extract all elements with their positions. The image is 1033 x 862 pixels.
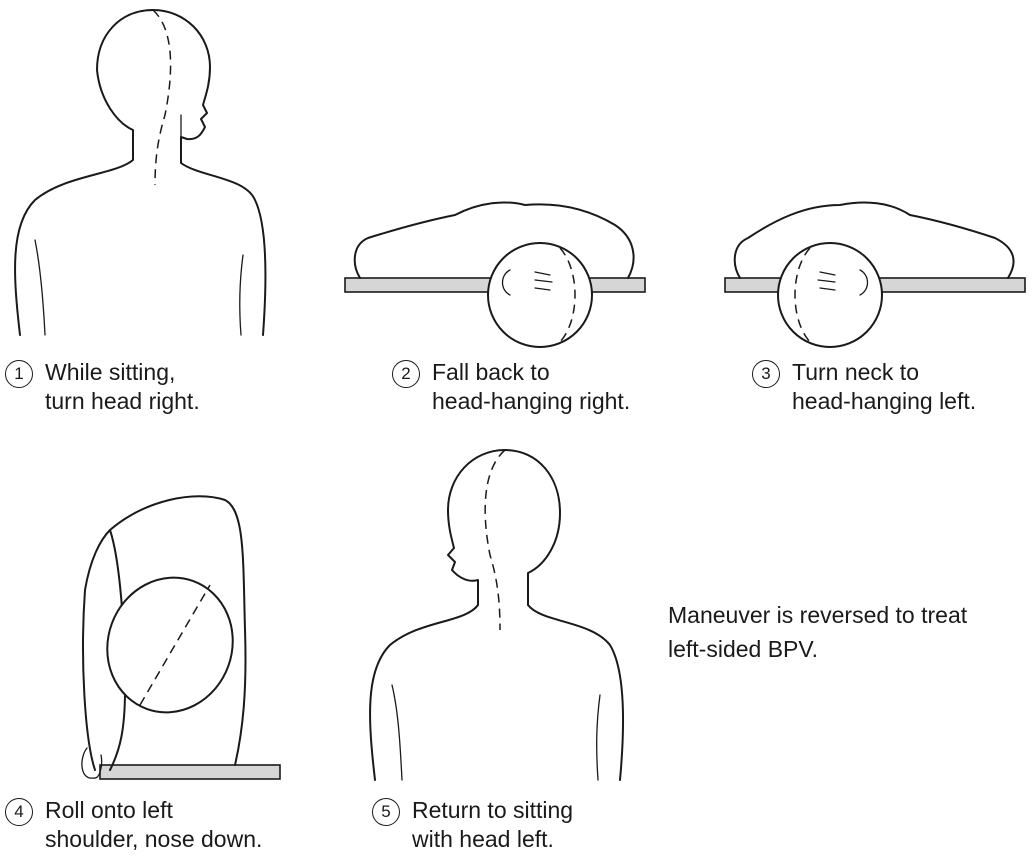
step-number: 1 [5,360,33,388]
step-number: 4 [5,798,33,826]
step-text-line-1: Return to sitting [412,796,573,825]
note-line-2: left-sided BPV. [668,632,967,666]
figure-step-3-head-hanging-left [720,190,1030,355]
step-text-line-2: head-hanging right. [432,387,630,416]
figure-step-2-head-hanging-right [340,190,650,355]
step-number: 3 [752,360,780,388]
step-text-line-2: with head left. [412,825,573,854]
step-text-line-2: shoulder, nose down. [45,825,262,854]
step-text-line-2: turn head right. [45,387,200,416]
note-line-1: Maneuver is reversed to treat [668,598,967,632]
step-text-line-1: Roll onto left [45,796,262,825]
figure-step-5-sitting-head-left [360,445,635,785]
step-text-line-1: Turn neck to [792,358,976,387]
step-number: 2 [392,360,420,388]
step-1-caption: 1 While sitting, turn head right. [5,358,200,416]
step-text-line-2: head-hanging left. [792,387,976,416]
figure-step-4-roll-left-shoulder [65,480,290,785]
figure-step-1-sitting-head-right [5,5,275,340]
step-4-caption: 4 Roll onto left shoulder, nose down. [5,796,262,854]
step-text-line-1: Fall back to [432,358,630,387]
step-5-caption: 5 Return to sitting with head left. [372,796,573,854]
step-text-line-1: While sitting, [45,358,200,387]
reversal-note: Maneuver is reversed to treat left-sided… [668,598,967,666]
step-number: 5 [372,798,400,826]
step-3-caption: 3 Turn neck to head-hanging left. [752,358,976,416]
step-2-caption: 2 Fall back to head-hanging right. [392,358,630,416]
